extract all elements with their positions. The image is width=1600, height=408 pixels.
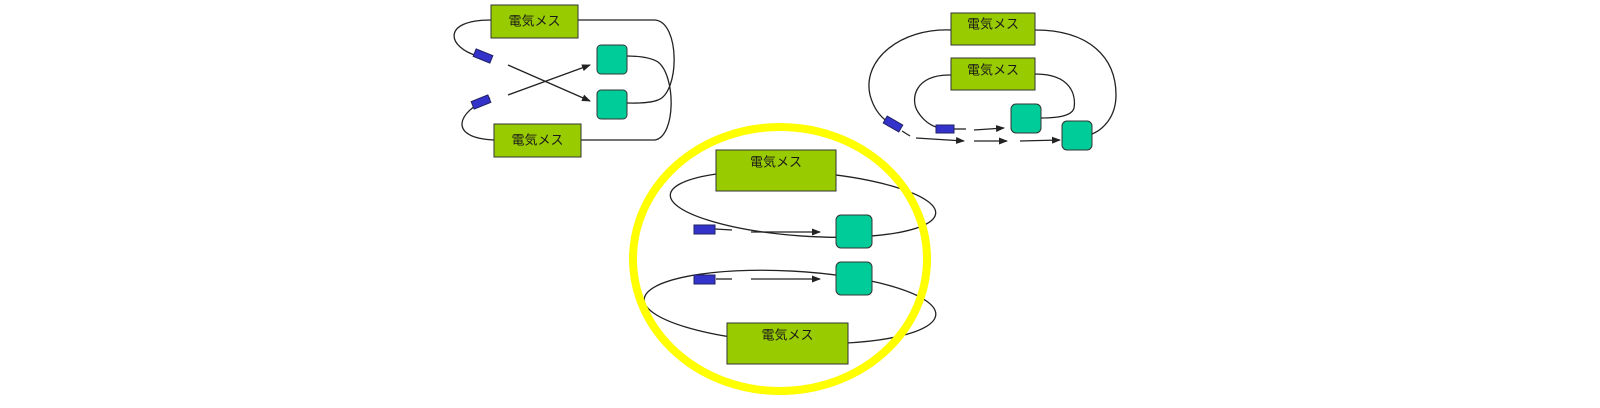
probe-outer	[882, 115, 904, 133]
probe-inner	[935, 124, 955, 134]
esu-label: 電気メス	[750, 155, 802, 171]
return-pad-top	[596, 44, 628, 75]
highlight-circle	[629, 123, 931, 395]
esu-unit-top: 電気メス	[490, 4, 579, 39]
probe-bottom	[470, 94, 492, 110]
esu-label: 電気メス	[967, 17, 1019, 33]
panel-nested-cables: 電気メス 電気メス	[868, 12, 1117, 151]
probe-bottom	[693, 274, 716, 285]
arrow-cross-down	[507, 64, 591, 102]
probe-top	[693, 224, 716, 235]
esu-unit-top: 電気メス	[715, 149, 837, 192]
arrow-inner-to-pad	[973, 125, 1005, 133]
cable-inner-loop	[914, 73, 1076, 128]
esu-label: 電気メス	[511, 133, 563, 149]
esu-label: 電気メス	[967, 63, 1019, 79]
arrow-cross-up	[507, 64, 591, 96]
panel-crossed-cables: 電気メス 電気メス	[453, 4, 675, 158]
return-pad-bottom	[596, 89, 628, 120]
arrow-outer-segment-1	[915, 137, 965, 144]
return-pad-inner	[1010, 103, 1042, 134]
probe-lead-top	[714, 228, 733, 231]
panel-parallel-cables: 電気メス 電気メス	[629, 123, 937, 395]
esu-label: 電気メス	[508, 14, 560, 30]
esu-label: 電気メス	[761, 328, 813, 344]
probe-lead-outer	[901, 130, 911, 137]
esu-unit-bottom: 電気メス	[726, 322, 849, 365]
return-pad-bottom	[835, 261, 873, 296]
esu-unit-outer: 電気メス	[950, 12, 1036, 46]
arrow-outer-segment-3	[1019, 136, 1061, 144]
return-pad-top	[835, 214, 873, 249]
probe-top	[472, 48, 494, 64]
cable-outer-loop	[868, 29, 1117, 135]
esu-unit-inner: 電気メス	[950, 57, 1036, 91]
cable-top-unit	[453, 19, 675, 104]
return-pad-outer	[1061, 120, 1093, 151]
esu-unit-bottom: 電気メス	[493, 123, 582, 158]
